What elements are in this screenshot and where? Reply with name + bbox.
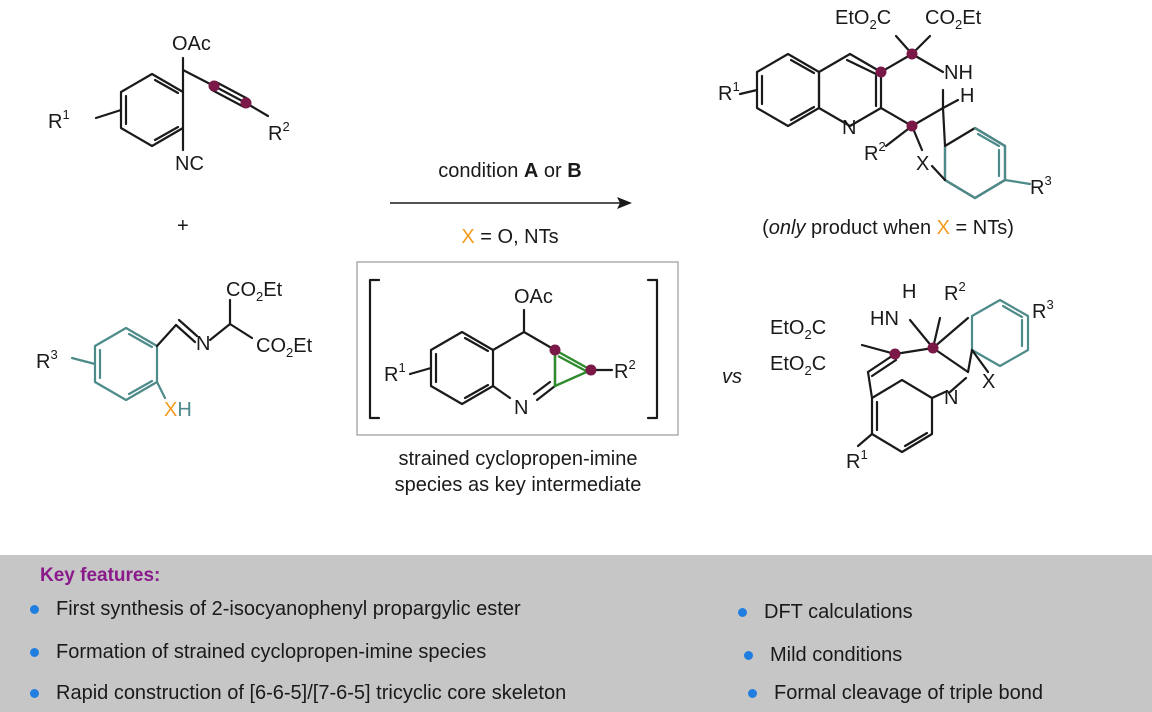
- plus-sign: +: [177, 215, 189, 237]
- oac-label: OAc: [514, 286, 553, 308]
- x-definition-label: X = O, NTs: [461, 226, 558, 248]
- co2et-label: CO2Et: [226, 279, 283, 304]
- h-label: H: [902, 281, 916, 303]
- reactive-site-dot: [875, 66, 887, 78]
- h-label: H: [960, 85, 974, 107]
- propargylic-ester-reactant: OAc NC R1 R2: [48, 33, 290, 175]
- reactive-site-dot: [927, 342, 939, 354]
- reactive-site-dot: [585, 364, 597, 376]
- oac-label: OAc: [172, 33, 211, 55]
- feature-item: Formal cleavage of triple bond: [748, 682, 1043, 705]
- quinoline-n-label: N: [842, 117, 856, 139]
- r1-label: R1: [384, 360, 406, 386]
- reaction-scheme: OAc NC R1 R2 + N CO2Et CO2Et R3 XH condi…: [36, 7, 1054, 496]
- eto2c-label: EtO2C: [770, 353, 826, 378]
- feature-item: First synthesis of 2-isocyanophenyl prop…: [30, 598, 521, 621]
- feature-item: Formation of strained cyclopropen-imine …: [30, 641, 486, 664]
- bullet-icon: [30, 605, 39, 614]
- imine-malonate-reactant: N CO2Et CO2Et R3 XH: [36, 279, 313, 421]
- r1-label: R1: [718, 79, 740, 105]
- r2-label: R2: [864, 139, 886, 165]
- r3-label: R3: [1032, 297, 1054, 323]
- r1-label: R1: [846, 447, 868, 473]
- r2-label: R2: [944, 279, 966, 305]
- condition-label: condition A or B: [438, 160, 581, 182]
- reactive-site-dot: [549, 344, 561, 356]
- x-label: X: [916, 153, 929, 175]
- reactive-site-dot: [240, 97, 252, 109]
- r3-label: R3: [36, 347, 58, 373]
- imine-n-label: N: [196, 333, 210, 355]
- xh-label: XH: [164, 399, 192, 421]
- r1-label: R1: [48, 107, 70, 133]
- co2et-label: CO2Et: [256, 335, 313, 360]
- bullet-icon: [744, 651, 753, 660]
- azepine-n-label: N: [944, 387, 958, 409]
- intermediate-caption-line1: strained cyclopropen-imine: [398, 448, 637, 470]
- r3-label: R3: [1030, 173, 1052, 199]
- reactive-site-dot: [889, 348, 901, 360]
- x-label: X: [982, 371, 995, 393]
- reactive-site-dot: [906, 120, 918, 132]
- eto2c-label: EtO2C: [770, 317, 826, 342]
- reactive-site-dot: [208, 80, 220, 92]
- intermediate-caption-line2: species as key intermediate: [395, 474, 642, 496]
- intermediate-box: OAc N R1 R2: [356, 261, 679, 436]
- hn-label: HN: [870, 308, 899, 330]
- versus-label: vs: [722, 366, 742, 388]
- product-6-6-5: EtO2C CO2Et NH H N X R2 R1 R3: [718, 7, 1052, 200]
- bullet-icon: [748, 689, 757, 698]
- eto2c-label: EtO2C: [835, 7, 891, 32]
- bullet-icon: [738, 608, 747, 617]
- reaction-arrow: condition A or B X = O, NTs: [390, 160, 632, 248]
- bullet-icon: [30, 689, 39, 698]
- key-features-panel: Key features: First synthesis of 2-isocy…: [0, 555, 1152, 712]
- feature-item: DFT calculations: [738, 601, 913, 624]
- key-features-heading: Key features:: [40, 565, 161, 586]
- product-note: (only product when X = NTs): [762, 217, 1014, 239]
- feature-item: Rapid construction of [6-6-5]/[7-6-5] tr…: [30, 682, 566, 705]
- product-7-6-5: EtO2C EtO2C HN H R2 R3 N X R1: [770, 279, 1054, 473]
- imine-n-label: N: [514, 397, 528, 419]
- isocyanide-label: NC: [175, 153, 204, 175]
- reactive-site-dot: [906, 48, 918, 60]
- feature-item: Mild conditions: [744, 644, 902, 667]
- nh-label: NH: [944, 62, 973, 84]
- bullet-icon: [30, 648, 39, 657]
- r2-label: R2: [614, 357, 636, 383]
- co2et-label: CO2Et: [925, 7, 982, 32]
- r2-label: R2: [268, 119, 290, 145]
